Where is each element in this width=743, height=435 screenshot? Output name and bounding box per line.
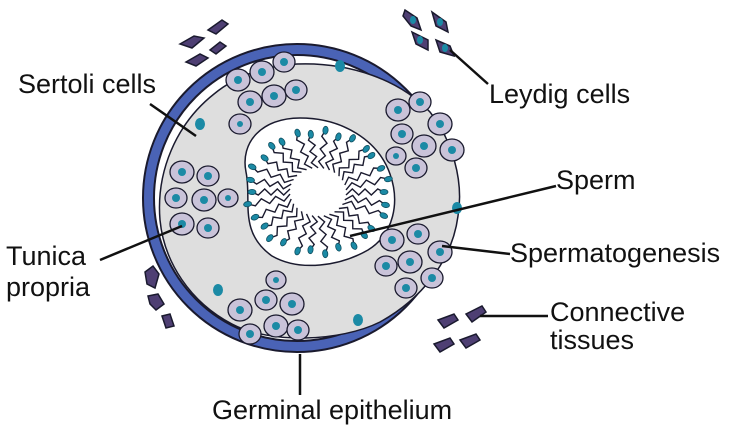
label-tunica-line-2: propria [6, 272, 91, 302]
sperm-tail [295, 132, 313, 169]
leader-tunica-propria [99, 224, 183, 262]
sperm-head [294, 246, 301, 256]
sperm-tail [251, 166, 294, 184]
sperm-head [250, 213, 260, 221]
sperm-head [307, 245, 314, 255]
sperm-tail [324, 136, 339, 171]
sperm-head [362, 145, 370, 153]
sperm-head [322, 249, 329, 259]
label-sperm: Sperm [556, 165, 636, 195]
label-connective-line-2: tissues [550, 325, 635, 355]
sperm-head [260, 154, 269, 162]
sperm-tail [345, 176, 389, 191]
sperm-tail [338, 206, 373, 229]
sperm-tail [329, 213, 355, 246]
sertoli-nuclei [195, 60, 462, 326]
sperm-tail [341, 154, 372, 181]
sperm-head [376, 165, 386, 172]
sperm-head [384, 176, 393, 183]
label-leydig-cells: Leydig cells [489, 79, 631, 109]
sperm-head [379, 188, 389, 195]
leydig-nuclei [410, 16, 448, 52]
label-tunica-line-1: Tunica [6, 241, 87, 271]
sperm-tail [264, 203, 295, 227]
sperm-head [243, 201, 252, 208]
label-germinal-epithelium: Germinal epithelium [212, 395, 453, 425]
sperm-tail [307, 134, 319, 169]
sperm-head [307, 129, 314, 139]
sperm-tail [254, 198, 292, 219]
sperm-tail [271, 145, 302, 173]
leader-lines [99, 49, 557, 395]
sperm-head [266, 234, 274, 242]
sperm-head [335, 132, 342, 142]
sperm-tail [281, 141, 307, 171]
sperm-head [294, 128, 301, 138]
sperm-tail [247, 193, 291, 207]
sperm-tail [323, 215, 341, 248]
label-connective-line-1: Connective [550, 297, 686, 327]
sperm-tail [344, 167, 382, 186]
sperm-tail [307, 215, 319, 251]
sperm-head [381, 201, 390, 208]
sperm-tail [317, 215, 329, 254]
label-sertoli-cells: Sertoli cells [18, 69, 157, 99]
sperm-tail [338, 148, 367, 177]
sperm-head [246, 176, 255, 183]
sperm-head [349, 134, 356, 143]
sperm-head [247, 189, 257, 196]
sperm-tail [283, 211, 305, 243]
sperm-head [379, 212, 389, 219]
sperm-tail [334, 211, 365, 236]
sperm-tail [344, 194, 386, 207]
leader-spermatogenesis [441, 244, 511, 256]
connective-cell-cluster-top-left [178, 19, 230, 67]
connective-cell-cluster-right [432, 305, 488, 353]
sperm-tail [250, 178, 292, 190]
sperm-head [268, 142, 276, 150]
sperm-tail [263, 157, 298, 178]
leader-leydig [449, 49, 489, 85]
sperm-cells [243, 125, 393, 259]
germ-cell-nuclei [172, 58, 456, 338]
leader-sperm [349, 184, 557, 238]
label-spermatogenesis: Spermatogenesis [510, 238, 721, 268]
sperm-tail [297, 213, 312, 252]
sperm-tail [345, 188, 385, 196]
sperm-head [247, 163, 257, 171]
sperm-head [350, 241, 358, 250]
sperm-head [335, 242, 342, 252]
sperm-head [322, 125, 329, 135]
connective-cell-cluster-left [144, 264, 175, 329]
sperm-tail [342, 200, 385, 217]
leader-sertoli [149, 102, 197, 138]
sperm-head [260, 222, 269, 230]
sperm-tail [269, 207, 298, 239]
sperm-tail [331, 137, 353, 173]
sperm-tail [251, 188, 291, 196]
sperm-head [280, 238, 287, 247]
sperm-tail [317, 129, 328, 169]
sperm-head [367, 152, 376, 160]
sperm-head [278, 137, 286, 146]
